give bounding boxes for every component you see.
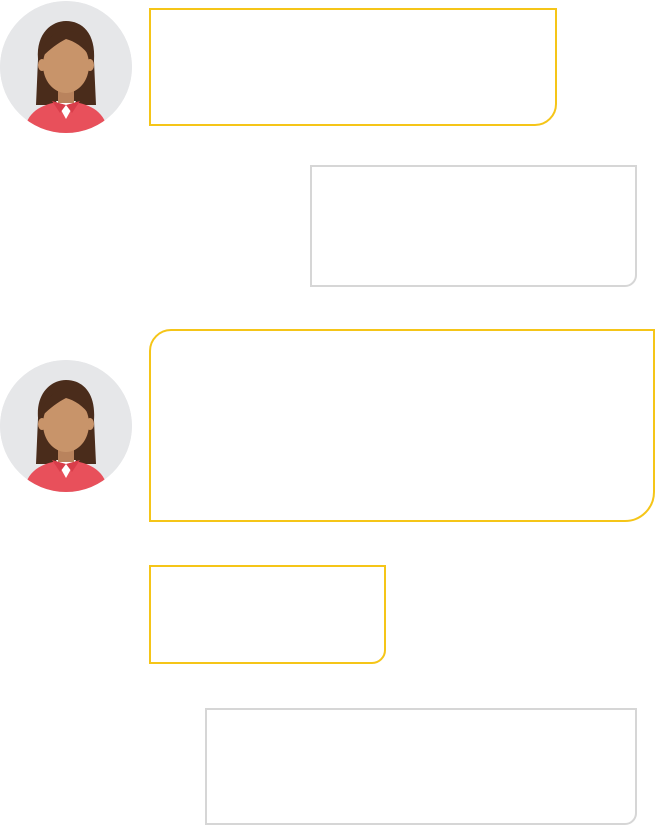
agent-message-bubble	[149, 8, 557, 126]
agent-message-bubble	[149, 329, 655, 522]
woman-avatar-icon	[0, 360, 132, 492]
woman-avatar-icon	[0, 1, 132, 133]
agent-message-bubble	[149, 565, 386, 664]
user-message-bubble	[205, 708, 637, 825]
agent-avatar	[0, 1, 132, 133]
user-message-bubble	[310, 165, 637, 287]
agent-avatar	[0, 360, 132, 492]
